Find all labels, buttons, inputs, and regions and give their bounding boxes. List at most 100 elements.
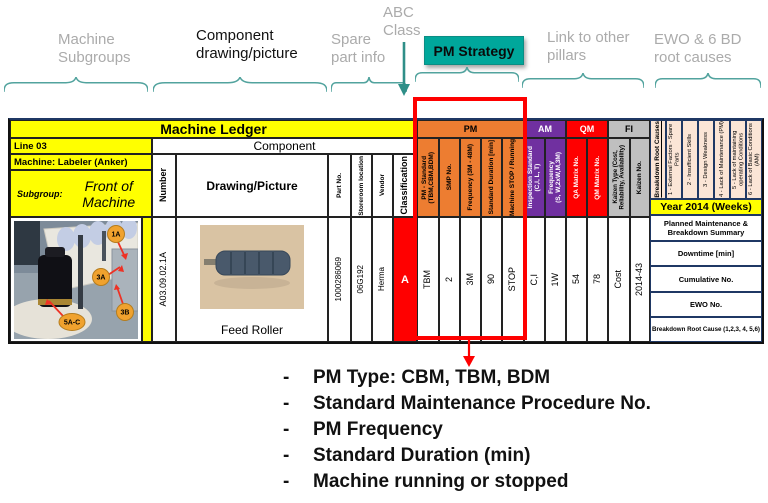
bullet-text: Standard Duration (min) [313,445,531,466]
yellow-filler-cell [142,217,152,342]
col-header-root-cause-4: 4 - Lack of Maintenance (PM) [714,120,730,199]
label-component-drawing: Component drawing/picture [196,27,298,63]
brace-ewo [655,73,761,89]
bullet-item: - PM Frequency [283,417,651,443]
callout-3b: 3B [121,309,130,316]
machine-cell: Machine: Labeler (Anker) [10,154,152,170]
label-abc-class: ABC Class [383,4,421,40]
col-header-pm-frequency: Frequency (3M - 48M) [460,138,481,217]
week-row-summary: Planned Maintenance & Breakdown Summary [650,215,762,241]
line-cell: Line 03 [10,138,152,154]
brace-pm-strategy [415,67,519,83]
col-header-smp-no: SMP No. [439,138,460,217]
component-header: Component [152,138,417,154]
label-machine-subgroups: Machine Subgroups [58,31,131,67]
data-inspection-standard: C,I [524,217,545,342]
bullet-marker: - [283,471,290,492]
brace-component-drawing [153,77,327,93]
col-header-standard-duration: Standard Duration [min] [481,138,502,217]
col-header-pm-standard: PM - Standard (TBM,CBM,BDM) [417,138,439,217]
feed-roller-photo [200,225,304,309]
col-header-inspection-standard: Inspection Standard (C,I, L, T) [524,138,545,217]
bullet-text: PM Frequency [313,419,443,440]
pm-bullet-list: - PM Type: CBM, TBM, BDM - Standard Main… [283,365,651,495]
subgroup-cell: Subgroup: Front of Machine [10,170,152,217]
bullet-text: PM Type: CBM, TBM, BDM [313,367,551,388]
brace-machine-subgroups [4,77,148,93]
drawing-caption: Feed Roller [220,323,284,337]
machine-photo: 1A 3A 3B 5A-C [14,220,138,339]
callout-1a: 1A [112,231,121,238]
data-number: A03.09.02.1A [152,217,176,342]
week-row-root-cause: Breakdown Root Cause (1,2,3, 4, 5,6) [650,317,762,342]
col-header-storeroom: Storeroom location [351,154,372,217]
subgroup-label: Subgroup: [17,188,63,199]
bullet-marker: - [283,367,290,388]
section-qm: QM [566,120,608,138]
col-header-part-no: Part No. [328,154,351,217]
subgroup-value: Front of Machine [82,177,136,210]
col-header-qm-matrix: QM Matrix No. [587,138,608,217]
col-header-kaizen-type: Kaizen Type (Cost, Reliability, Availabi… [608,138,630,217]
col-header-machine-stop: Machine STOP / Running [502,138,524,217]
bullet-item: - Standard Maintenance Procedure No. [283,391,651,417]
label-ewo-root-causes: EWO & 6 BD root causes [654,31,742,67]
year-header: Year 2014 (Weeks) [650,199,762,215]
data-kaizen-type: Cost [608,217,630,342]
machine-photo-cell: 1A 3A 3B 5A-C [10,217,142,342]
col-header-qa-matrix: QA Matrix No. [566,138,587,217]
photo-callout-badges: 1A 3A 3B 5A-C [58,224,134,331]
brace-link-pillars [522,73,644,89]
bullet-item: - Standard Duration (min) [283,443,651,469]
data-qa-matrix: 54 [566,217,587,342]
col-header-root-cause-2: 2 - Insufficient Skills [682,120,698,199]
bullet-text: Standard Maintenance Procedure No. [313,393,651,414]
bullet-marker: - [283,419,290,440]
col-header-classification: Classification [393,154,417,217]
red-arrow-down-icon [463,340,475,367]
col-header-root-cause-1: 1 - External Factors - Spare Parts [666,120,682,199]
machine-ledger-table: Machine Ledger PM AM QM FI Line 03 Compo… [8,118,764,344]
data-standard-duration: 90 [481,217,502,342]
pm-strategy-callout: PM Strategy [424,36,524,65]
section-fi: FI [608,120,650,138]
data-vendor: Herma [372,217,393,342]
week-row-downtime: Downtime [min] [650,241,762,266]
bullet-marker: - [283,393,290,414]
bullet-text: Machine running or stopped [313,471,569,492]
callout-5ac: 5A-C [64,319,80,326]
table-title: Machine Ledger [10,120,417,138]
bullet-item: - PM Type: CBM, TBM, BDM [283,365,651,391]
brace-spare-part [331,77,407,93]
data-pm-standard: TBM [417,217,439,342]
data-storeroom: 06G192 [351,217,372,342]
data-qm-matrix: 78 [587,217,608,342]
col-header-kaizen-no: Kaizen No. [630,138,650,217]
data-machine-stop: STOP [502,217,524,342]
bullet-item: - Machine running or stopped [283,469,651,495]
section-pm: PM [417,120,524,138]
data-classification: A [393,217,417,342]
label-link-pillars: Link to other pillars [547,29,630,65]
data-smp-no: 2 [439,217,460,342]
abc-arrow-down-icon [398,42,410,96]
col-header-root-cause-6: 6 - Lack of Basic Conditions (AM) [746,120,762,199]
col-header-root-cause-5: 5 - Lack of maintaining operating Condit… [730,120,746,199]
label-spare-part-info: Spare part info [331,31,386,67]
col-header-root-causes: Breakdown Root Causes [650,120,666,199]
week-row-cumulative: Cumulative No. [650,266,762,292]
data-part-no: 1000286069 [328,217,351,342]
col-header-number: Number [152,154,176,217]
col-header-drawing: Drawing/Picture [176,154,328,217]
col-header-vendor: Vendor [372,154,393,217]
col-header-am-frequency: Frequency (S, W,2xW,M,3M) [545,138,566,217]
data-pm-frequency: 3M [460,217,481,342]
data-drawing: Feed Roller [176,217,328,342]
section-am: AM [524,120,566,138]
callout-3a: 3A [97,274,106,281]
data-am-frequency: 1W [545,217,566,342]
bullet-marker: - [283,445,290,466]
col-header-root-cause-3: 3 - Design Weakness [698,120,714,199]
week-row-ewo: EWO No. [650,292,762,317]
